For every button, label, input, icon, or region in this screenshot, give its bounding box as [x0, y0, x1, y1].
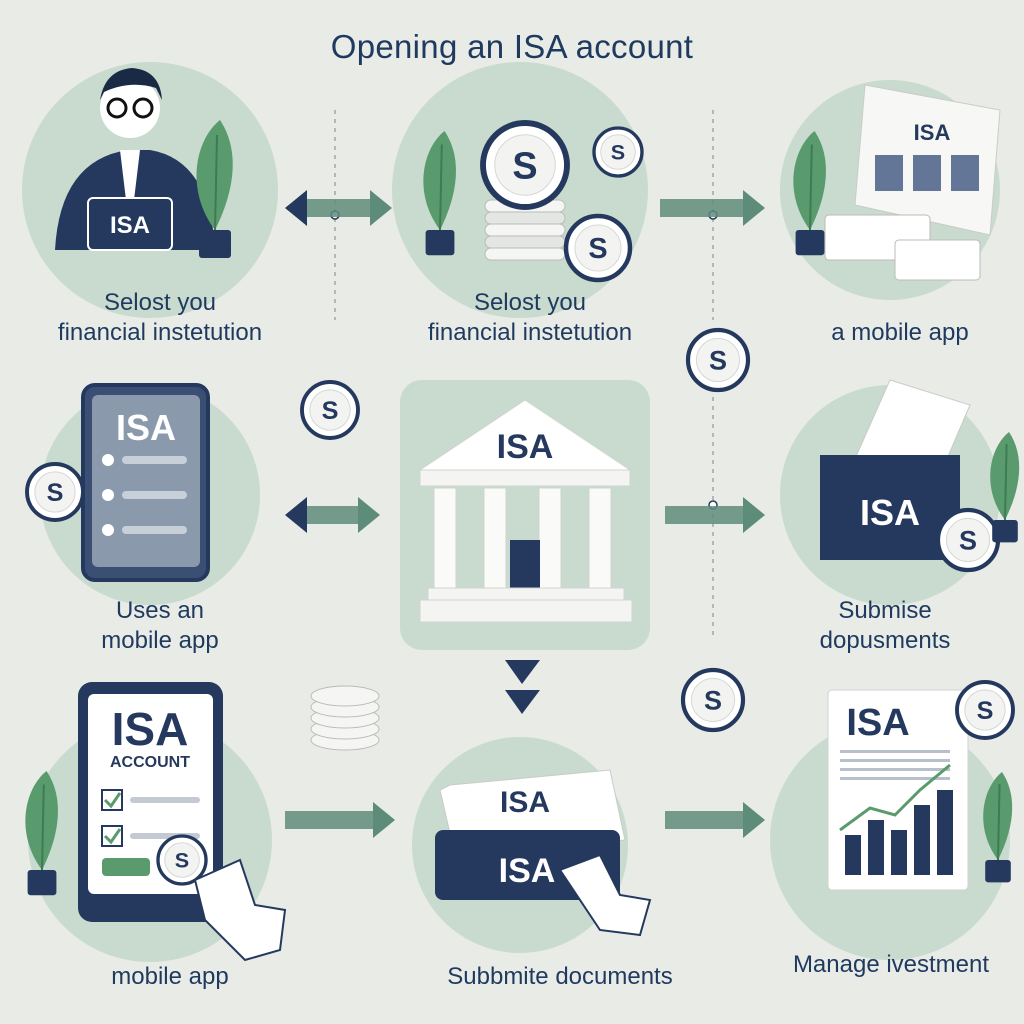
plant-icon	[423, 131, 456, 256]
wallet-icon: ISA ISA S	[435, 667, 746, 937]
arrow-r1-a	[285, 190, 392, 226]
coin-icon: S	[680, 667, 746, 733]
plant-icon	[793, 131, 826, 256]
bank-icon: ISA S	[418, 327, 751, 623]
document-box-icon: ISA S	[820, 379, 1020, 573]
isa-badge: ISA	[500, 786, 550, 819]
growth-chart-icon: ISA S	[827, 680, 1015, 891]
arrow-r2-a	[285, 497, 380, 533]
isa-badge: ISA	[914, 120, 951, 145]
chart-bar-4	[937, 790, 953, 875]
plant-icon	[196, 120, 233, 258]
chart-bar-1	[868, 820, 884, 875]
svg-text:S: S	[588, 233, 607, 265]
tablet-icon: ISA S S	[25, 380, 360, 582]
coin-icon: S	[25, 462, 85, 522]
plant-icon	[983, 772, 1013, 883]
documents-icon: ISA	[793, 84, 1001, 281]
arrow-r3-b	[665, 802, 765, 838]
account-badge: ACCOUNT	[110, 754, 190, 771]
svg-text:S: S	[704, 686, 722, 716]
step-label-r3c1: mobile app	[111, 963, 229, 990]
page-title: Opening an ISA account	[330, 28, 694, 65]
arrow-r3-a	[285, 802, 395, 838]
chart-bar-2	[891, 830, 907, 875]
svg-text:S: S	[709, 346, 727, 376]
plant-icon	[25, 771, 58, 896]
coins-icon: S S S	[423, 120, 644, 283]
chart-bar-3	[914, 805, 930, 875]
svg-text:S: S	[47, 479, 64, 507]
arrow-down-center	[505, 660, 540, 714]
coin-icon: S	[592, 126, 644, 178]
chart-bar-0	[845, 835, 861, 875]
coin-icon: S	[156, 834, 208, 886]
hand-pointer-icon	[558, 853, 652, 937]
coin-icon: S	[480, 120, 570, 210]
plant-icon	[990, 432, 1020, 543]
svg-text:S: S	[959, 526, 977, 556]
coin-stack-icon	[310, 685, 380, 751]
coin-icon: S	[300, 380, 360, 440]
coin-icon: S	[563, 213, 633, 283]
isa-badge: ISA	[112, 703, 189, 755]
svg-text:S: S	[611, 140, 625, 165]
svg-text:S: S	[512, 145, 537, 187]
isa-badge: ISA	[499, 852, 556, 890]
svg-text:S: S	[175, 848, 189, 873]
coin-icon: S	[935, 507, 1001, 573]
step-label-r1c3: a mobile app	[831, 319, 969, 346]
step-label-r3c2: Subbmite documents	[447, 963, 673, 990]
svg-text:S: S	[977, 697, 994, 725]
step-label-r3c3: Manage ivestment	[792, 951, 990, 978]
coin-icon: S	[955, 680, 1015, 740]
arrow-r2-b	[665, 497, 765, 533]
svg-text:S: S	[322, 397, 339, 425]
coin-icon: S	[685, 327, 751, 393]
isa-badge: ISA	[110, 212, 150, 239]
person-holding-isa-icon: ISA	[55, 68, 233, 258]
arrow-r1-b	[660, 190, 765, 226]
isa-badge: ISA	[860, 492, 920, 533]
isa-badge: ISA	[846, 702, 909, 744]
isa-badge: ISA	[497, 428, 554, 466]
hand-pointer-icon	[193, 858, 287, 962]
isa-badge: ISA	[116, 407, 176, 448]
